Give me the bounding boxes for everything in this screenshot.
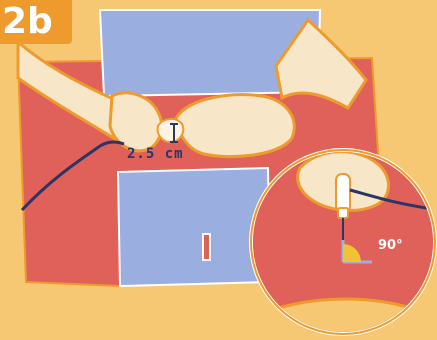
measurement-label: 2.5 cm bbox=[127, 146, 184, 162]
angle-label: 90° bbox=[378, 238, 403, 253]
right-hand bbox=[176, 95, 294, 157]
pants-bottom bbox=[118, 168, 270, 286]
pants-fly bbox=[203, 234, 210, 260]
needle-hub bbox=[336, 174, 350, 212]
needle-base bbox=[338, 208, 348, 218]
step-badge: 2b bbox=[0, 0, 72, 44]
pinched-skin bbox=[158, 119, 184, 142]
